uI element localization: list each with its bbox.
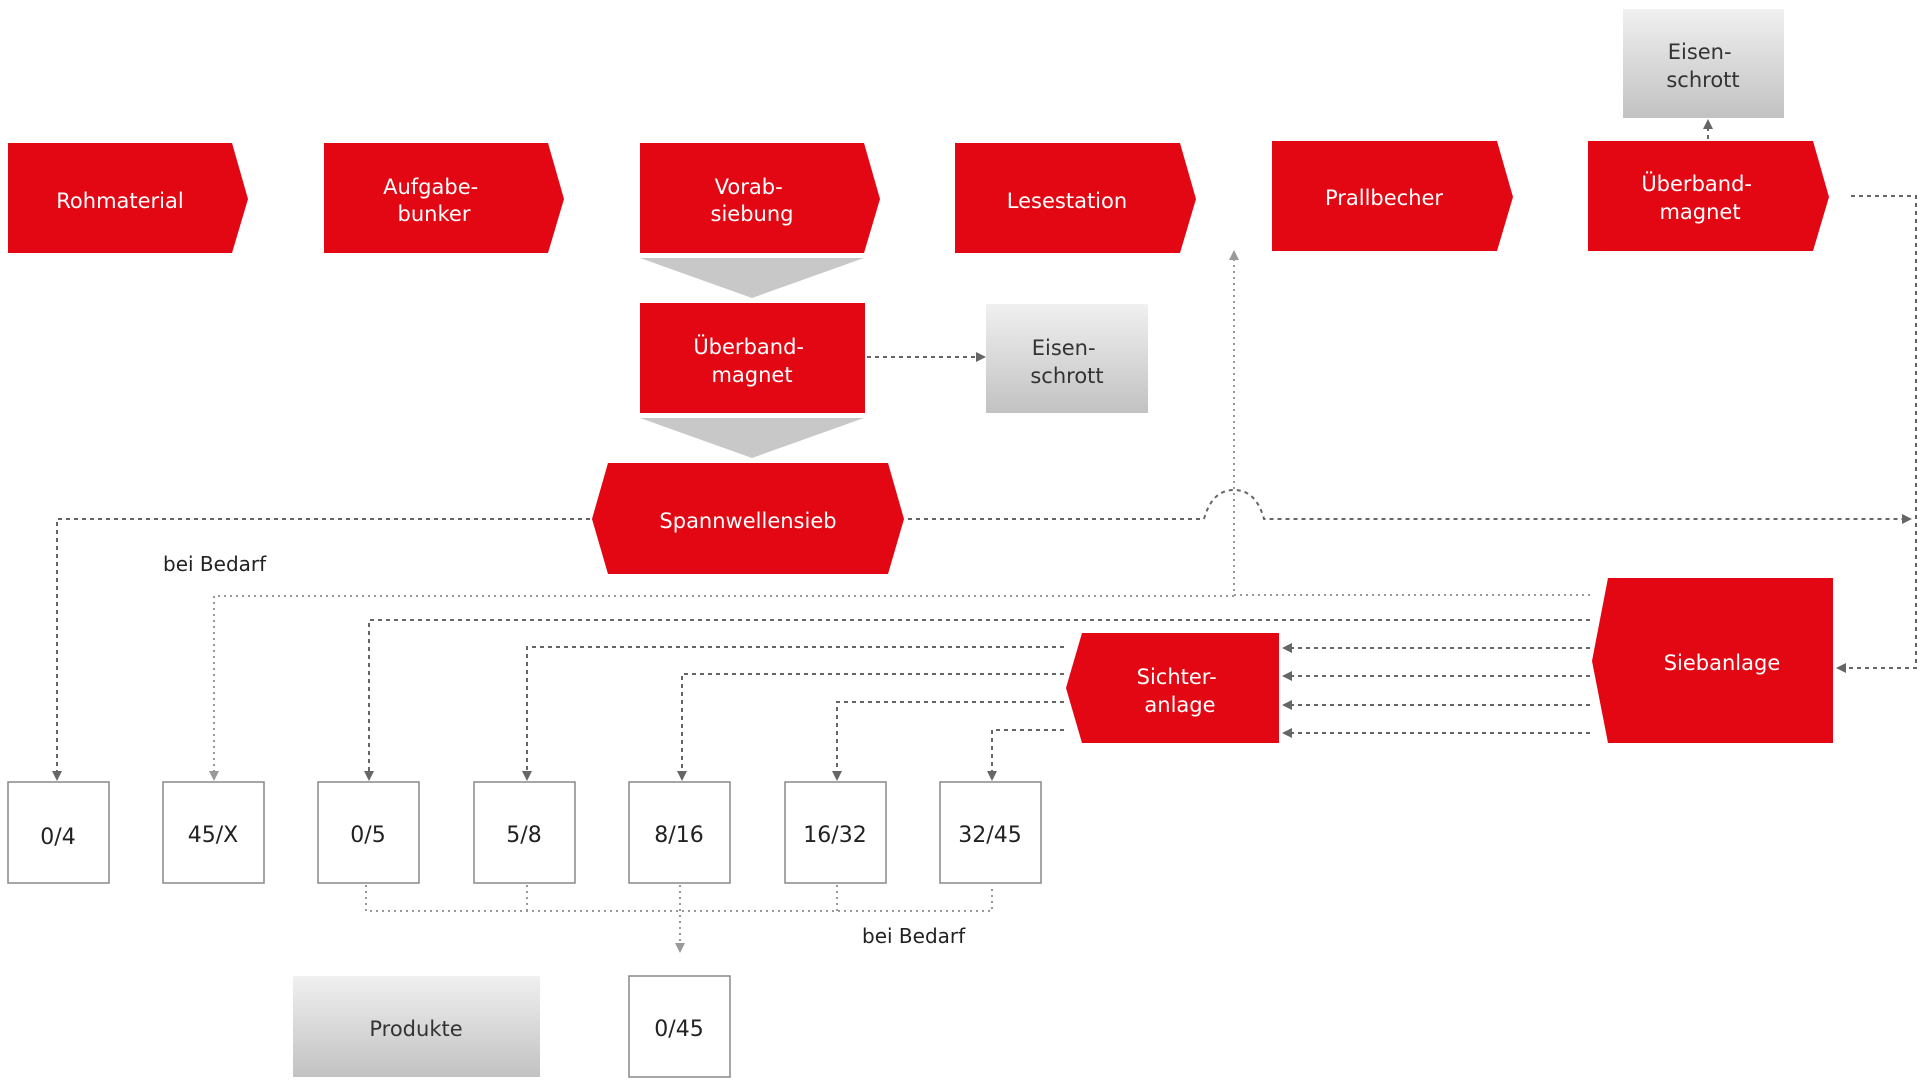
funnel-arrow-1 — [640, 258, 864, 298]
node-siebanlage: Siebanlage — [1592, 578, 1833, 743]
product-label: 5/8 — [506, 823, 541, 848]
product-box: 5/8 — [473, 781, 576, 884]
product-box: 0/5 — [317, 781, 420, 884]
product-label: 0/4 — [40, 825, 75, 850]
node-lesestation: Lesestation — [955, 143, 1196, 253]
node-rohmaterial: Rohmaterial — [8, 143, 248, 253]
product-label: 32/45 — [958, 823, 1021, 848]
product-label: 8/16 — [654, 823, 703, 848]
node-label: Lesestation — [1007, 189, 1127, 213]
product-box: 16/32 — [784, 781, 887, 884]
legend-produkte: Produkte — [293, 976, 540, 1077]
mix-product-box: 0/45 — [628, 975, 731, 1078]
connector-sichter-to-5-8 — [522, 646, 1064, 781]
connector-sichter-to-32-45 — [987, 729, 1064, 781]
connector-sichter-to-16-32 — [832, 701, 1064, 781]
connector-spannwellensieb-right — [908, 488, 1912, 524]
connector-spannwellensieb-to-0-4 — [52, 518, 590, 781]
node-label: Spannwellensieb — [659, 509, 836, 533]
scrap-label: Eisen- schrott — [1666, 40, 1739, 92]
connector-siebanlage-to-prallbecher — [1229, 250, 1590, 596]
note-bei-bedarf-bottom: bei Bedarf — [862, 924, 966, 948]
node-prallbecher: Prallbecher — [1272, 141, 1513, 251]
legend-label: Produkte — [369, 1017, 462, 1041]
funnel-arrow-2 — [640, 418, 864, 458]
product-box: 32/45 — [939, 781, 1042, 884]
connector-siebanlage-to-0-5 — [364, 619, 1590, 781]
node-label: Siebanlage — [1664, 651, 1781, 675]
product-box: 45/X — [162, 781, 265, 884]
node-label: Überband- magnet — [1641, 171, 1758, 224]
scrap-box-top: Eisen- schrott — [1623, 9, 1784, 118]
product-label: 45/X — [188, 823, 238, 848]
node-spannwellensieb: Spannwellensieb — [592, 463, 904, 574]
node-ueberbandmagnet-top: Überband- magnet — [1588, 141, 1829, 251]
connector-sichter-to-8-16 — [677, 673, 1064, 781]
mix-product-label: 0/45 — [654, 1017, 703, 1042]
node-label: Aufgabe- bunker — [383, 175, 485, 226]
node-label: Rohmaterial — [56, 189, 183, 213]
node-label: Vorab- siebung — [711, 175, 794, 226]
node-ueberbandmagnet-mid: Überband- magnet — [640, 303, 865, 413]
scrap-box-mid: Eisen- schrott — [986, 304, 1148, 413]
note-bei-bedarf-top: bei Bedarf — [163, 552, 267, 576]
scrap-label: Eisen- schrott — [1030, 336, 1103, 388]
node-label: Sichter- anlage — [1137, 665, 1224, 717]
connector-products-merge — [365, 885, 993, 912]
product-label: 16/32 — [803, 823, 866, 848]
node-label: Überband- magnet — [693, 334, 810, 387]
node-sichteranlage: Sichter- anlage — [1066, 633, 1279, 743]
product-label: 0/5 — [350, 823, 385, 848]
node-aufgabebunker: Aufgabe- bunker — [324, 143, 564, 253]
connector-siebanlage-to-45-x — [209, 595, 1234, 781]
node-label: Prallbecher — [1325, 186, 1443, 210]
product-box: 0/4 — [7, 781, 110, 884]
node-vorabsiebung: Vorab- siebung — [640, 143, 880, 253]
product-box: 8/16 — [628, 781, 731, 884]
connector-magnet-to-siebanlage — [1836, 195, 1917, 673]
